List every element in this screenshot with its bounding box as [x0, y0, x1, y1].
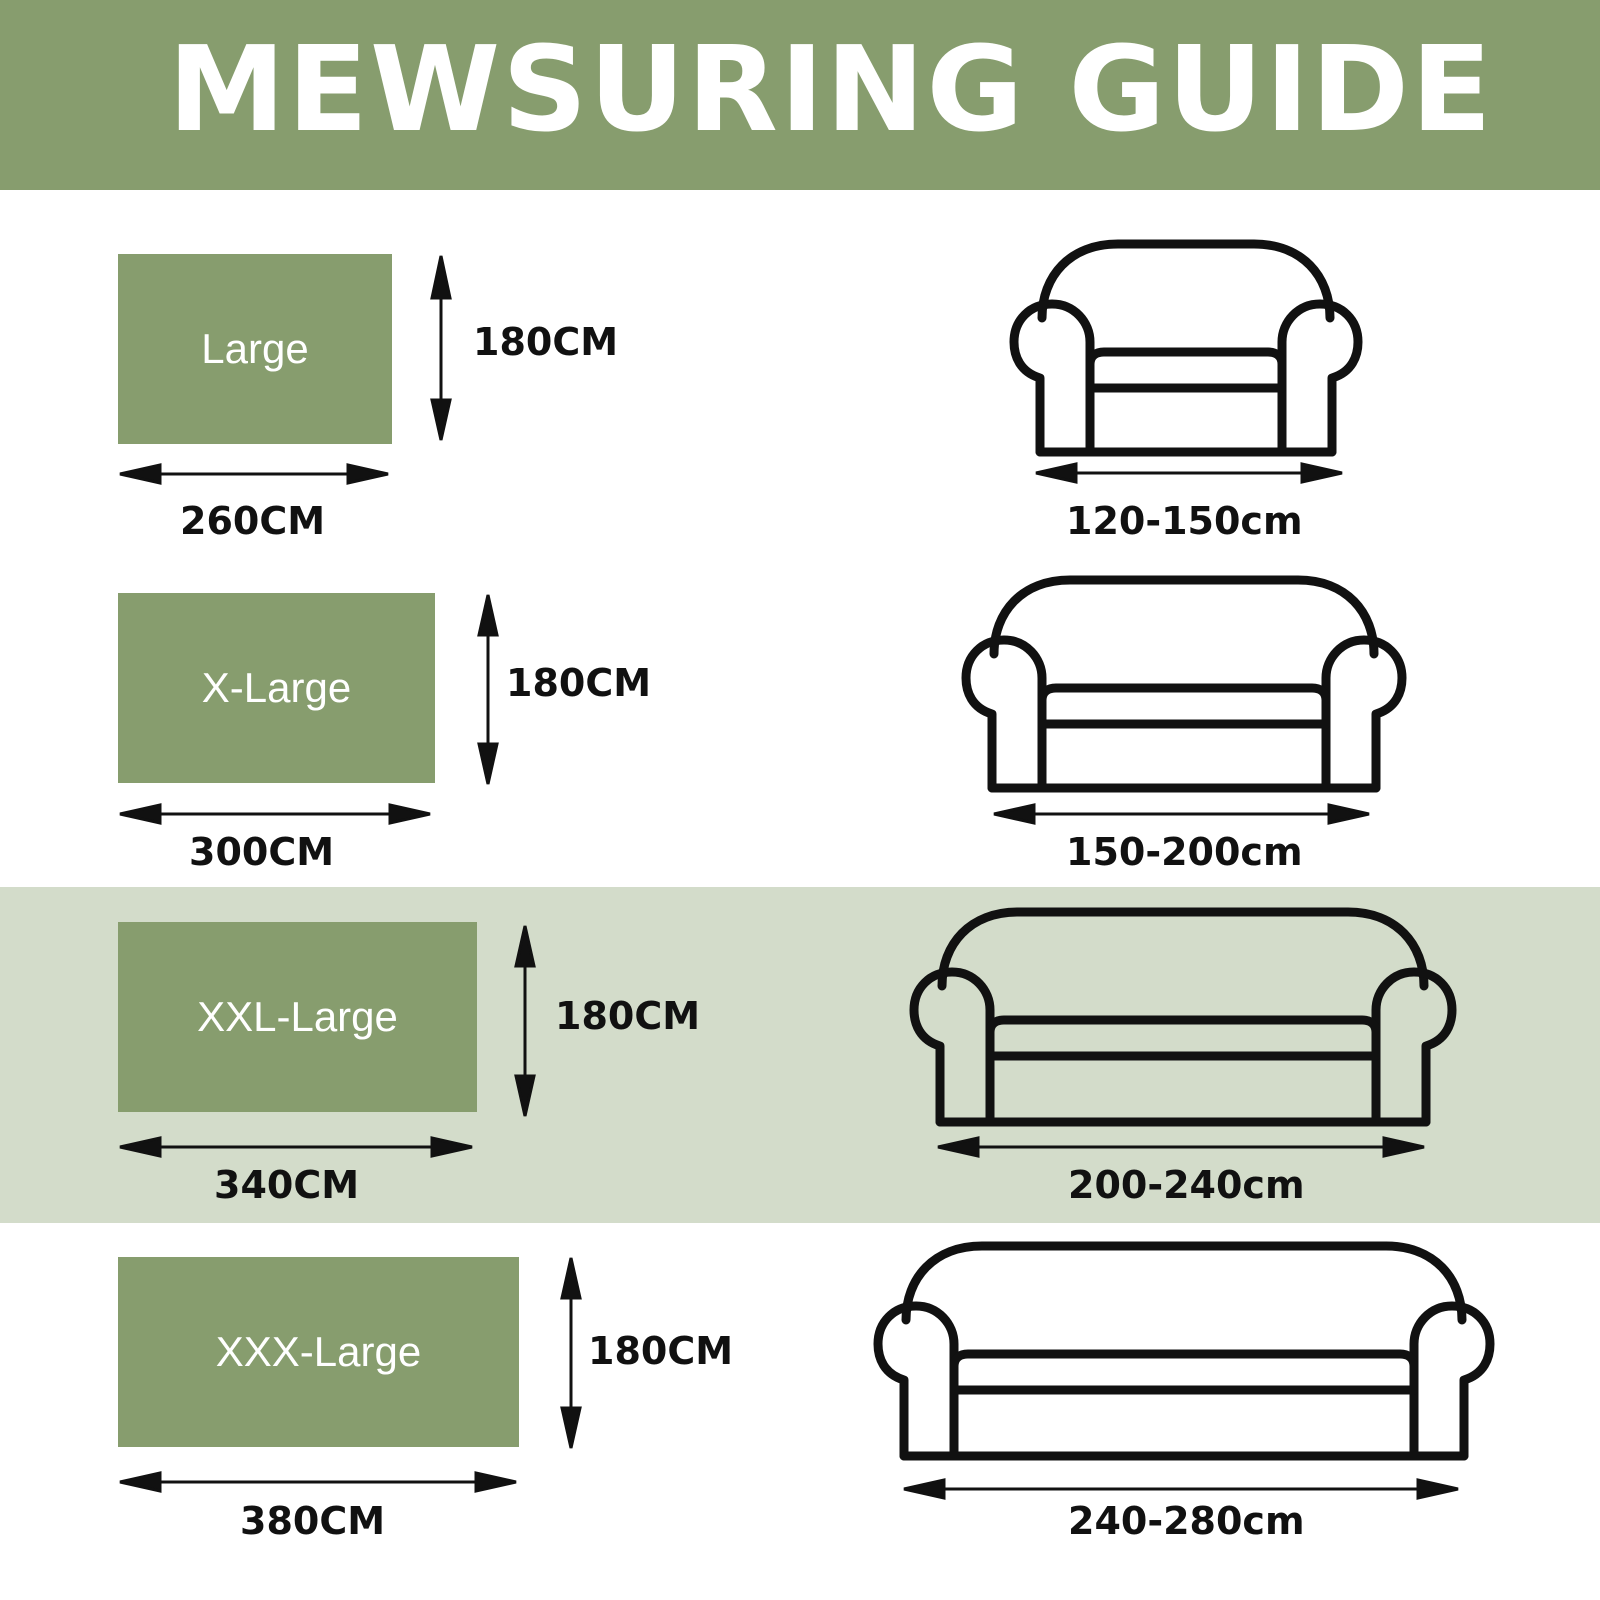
size-label: XXX-Large [215, 1328, 422, 1375]
height-label: 180CM [555, 994, 701, 1038]
size-swatch-xxx-large: XXX-Large [118, 1257, 519, 1447]
header-banner: MEWSURING GUIDE [0, 0, 1600, 190]
width-label: 380CM [240, 1499, 386, 1543]
size-label: Large [201, 325, 309, 372]
horizontal-arrow-icon [119, 463, 389, 485]
size-swatch-large: Large [118, 254, 392, 444]
sofa-1-seat-icon [1009, 239, 1363, 457]
size-label: XXL-Large [197, 993, 398, 1040]
horizontal-arrow-icon [119, 803, 431, 825]
sofa-range-label: 200-240cm [1068, 1163, 1305, 1207]
size-swatch-xxl-large: XXL-Large [118, 922, 477, 1112]
width-label: 300CM [189, 830, 335, 874]
height-label: 180CM [506, 661, 652, 705]
page-title: MEWSURING GUIDE [168, 20, 1494, 158]
width-label: 340CM [214, 1163, 360, 1207]
sofa-3-seat-icon [909, 907, 1457, 1127]
sofa-range-label: 240-280cm [1068, 1499, 1305, 1543]
sofa-range-label: 120-150cm [1066, 499, 1303, 543]
size-swatch-x-large: X-Large [118, 593, 435, 783]
size-label: X-Large [201, 664, 352, 711]
sofa-range-label: 150-200cm [1066, 830, 1303, 874]
height-label: 180CM [588, 1329, 734, 1373]
sofa-2-seat-icon [961, 575, 1407, 793]
height-label: 180CM [473, 320, 619, 364]
width-label: 260CM [180, 499, 326, 543]
horizontal-arrow-icon [993, 803, 1370, 825]
horizontal-arrow-icon [119, 1471, 517, 1493]
horizontal-arrow-icon [903, 1478, 1459, 1500]
vertical-arrow-icon [560, 1257, 582, 1449]
sofa-4-seat-icon [873, 1241, 1495, 1461]
horizontal-arrow-icon [1035, 462, 1343, 484]
vertical-arrow-icon [430, 255, 452, 441]
vertical-arrow-icon [477, 594, 499, 785]
